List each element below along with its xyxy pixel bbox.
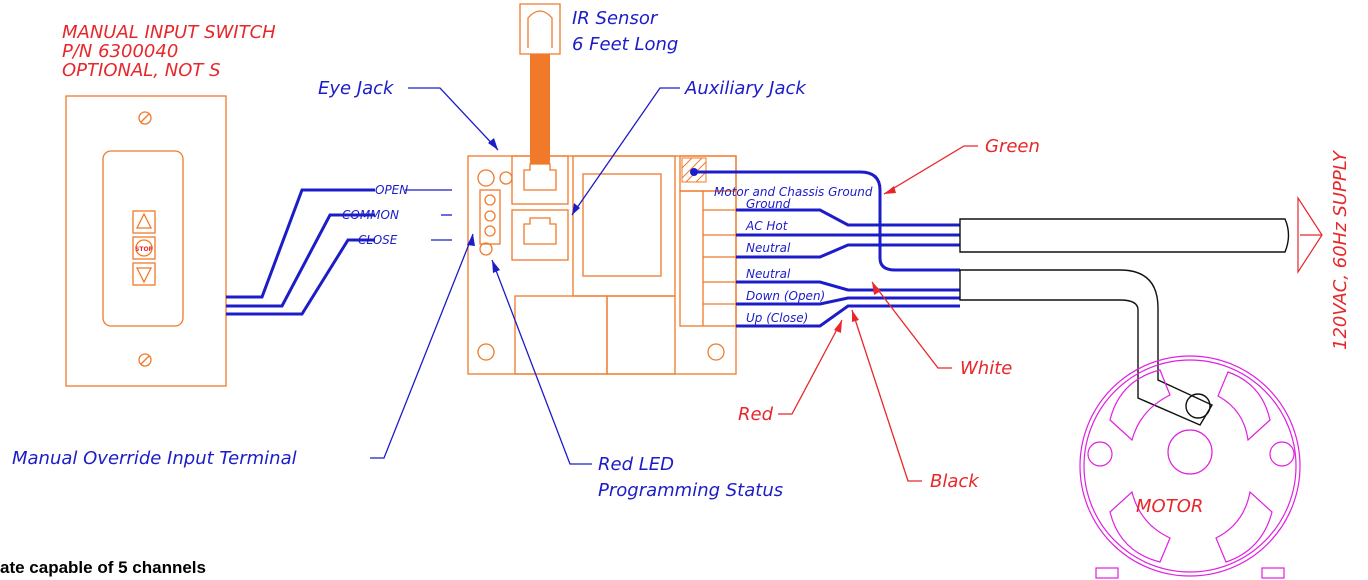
common-label: COMMON (342, 208, 399, 222)
ac-hot-label: AC Hot (745, 219, 789, 233)
supply-label: 120VAC, 60Hz SUPPLY (1330, 149, 1351, 350)
motor-label: MOTOR (1136, 496, 1203, 517)
black-label: Black (930, 471, 980, 492)
switch-title-1: MANUAL INPUT SWITCH (62, 22, 276, 43)
neutral-label-1: Neutral (746, 241, 791, 255)
down-open-label: Down (Open) (746, 289, 825, 303)
footer-text: ate capable of 5 channels (0, 558, 206, 577)
open-label: OPEN (375, 183, 408, 197)
switch-title-2: P/N 6300040 (62, 41, 178, 62)
switch-title-3: OPTIONAL, NOT S (62, 60, 221, 81)
led-label-1: Red LED (598, 454, 674, 475)
supply-cable (959, 195, 1323, 275)
led-label-2: Programming Status (598, 480, 783, 501)
white-label: White (960, 358, 1012, 379)
ground-label: Ground (746, 197, 791, 211)
motor-ground-label: Motor and Chassis Ground (714, 185, 873, 199)
close-label: CLOSE (358, 233, 398, 247)
stop-label: STOP (135, 246, 154, 253)
override-label: Manual Override Input Terminal (12, 448, 297, 469)
neutral-label-2: Neutral (746, 267, 791, 281)
manual-input-switch (65, 95, 227, 387)
eye-jack-label: Eye Jack (318, 78, 395, 99)
output-wires (690, 168, 960, 328)
sensor-line1: IR Sensor (572, 8, 659, 29)
switch-wires (226, 188, 452, 316)
sensor-line2: 6 Feet Long (572, 34, 678, 55)
control-board (467, 155, 737, 375)
aux-jack-label: Auxiliary Jack (684, 78, 807, 99)
motor (1079, 355, 1301, 579)
green-label: Green (985, 136, 1040, 157)
ir-sensor (519, 3, 561, 164)
up-close-label: Up (Close) (746, 311, 808, 325)
motor-cable (959, 269, 1214, 426)
red-label: Red (738, 404, 774, 425)
